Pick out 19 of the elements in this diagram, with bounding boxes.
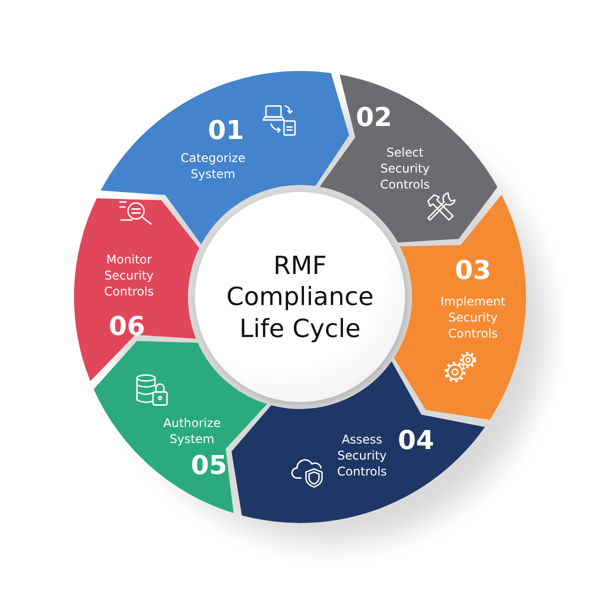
cycle-step-segment xyxy=(394,194,526,420)
step-label: Implement Security Controls xyxy=(440,294,506,342)
step-label: Assess Security Controls xyxy=(336,432,388,480)
step-label: Select Security Controls xyxy=(379,144,431,194)
cycle-step-segment xyxy=(100,71,350,245)
cycle-step-segment xyxy=(319,74,498,243)
step-number: 01 xyxy=(208,118,244,144)
cycle-step-segment xyxy=(93,341,268,514)
step-label: Authorize System xyxy=(162,414,222,448)
step-number: 06 xyxy=(108,314,146,340)
cycle-step-segment xyxy=(231,361,485,523)
step-number: 02 xyxy=(356,105,392,131)
center-title: RMF Compliance Life Cycle xyxy=(225,250,375,344)
step-number: 03 xyxy=(454,258,492,284)
step-label: Monitor Security Controls xyxy=(103,252,155,300)
step-number: 05 xyxy=(190,453,228,479)
cycle-step-segment xyxy=(74,198,200,382)
step-label: Categorize System xyxy=(180,150,246,182)
step-number: 04 xyxy=(398,428,434,454)
